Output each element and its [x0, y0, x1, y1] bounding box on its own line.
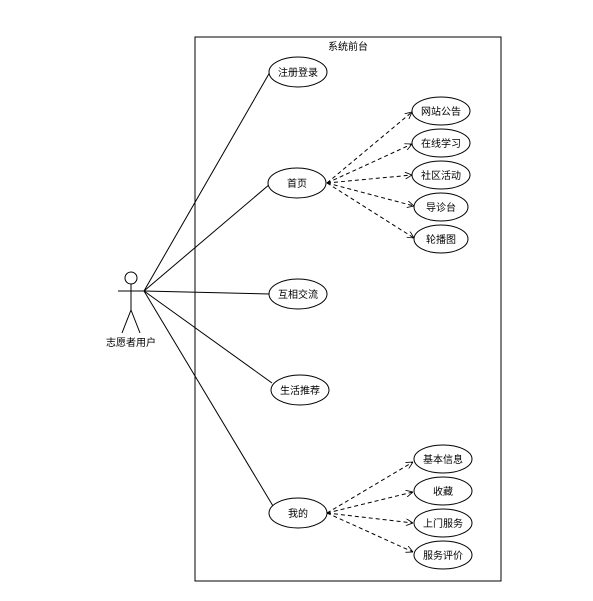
use-case-carousel: 轮播图 [413, 224, 469, 254]
use-case-mine-label: 我的 [288, 507, 308, 520]
use-case-info-label: 基本信息 [423, 453, 463, 466]
actor-right-leg [130, 309, 141, 334]
rel-home-announce [326, 112, 412, 184]
assoc-home [143, 183, 271, 292]
use-case-guide: 导诊台 [413, 192, 469, 222]
actor-label: 志愿者用户 [106, 336, 156, 349]
rel-mine-favorite [326, 492, 413, 514]
use-case-announce-label: 网站公告 [421, 105, 461, 118]
actor-head [124, 271, 138, 285]
use-case-favorite-label: 收藏 [433, 485, 453, 498]
use-case-exchange: 互相交流 [268, 278, 328, 310]
use-case-announce: 网站公告 [411, 96, 471, 126]
use-case-community-label: 社区活动 [421, 169, 461, 182]
use-case-review: 服务评价 [413, 540, 473, 570]
actor-figure [118, 271, 144, 334]
use-case-community: 社区活动 [411, 160, 471, 190]
use-case-favorite: 收藏 [413, 476, 473, 506]
use-case-learn-label: 在线学习 [421, 137, 461, 150]
system-title: 系统前台 [328, 40, 368, 53]
actor-left-leg [121, 309, 132, 334]
use-case-exchange-label: 互相交流 [278, 288, 318, 301]
use-case-mine: 我的 [268, 497, 328, 529]
assoc-exchange [143, 290, 271, 295]
rel-home-learn [326, 144, 412, 184]
use-case-home: 首页 [267, 167, 327, 199]
associations [143, 71, 274, 507]
use-case-home-label: 首页 [287, 177, 307, 190]
rel-home-guide [326, 182, 414, 206]
assoc-life [143, 290, 273, 384]
use-case-carousel-label: 轮播图 [426, 233, 456, 246]
use-case-door-service-label: 上门服务 [423, 517, 463, 530]
rel-home-carousel [326, 182, 414, 238]
use-case-register-label: 注册登录 [278, 66, 318, 79]
use-case-door-service: 上门服务 [413, 508, 473, 538]
rel-mine-review [326, 512, 413, 552]
use-case-life: 生活推荐 [270, 374, 330, 406]
mine-relations [326, 462, 413, 552]
use-case-info: 基本信息 [413, 444, 473, 474]
home-relations [326, 112, 414, 238]
use-case-guide-label: 导诊台 [426, 201, 456, 214]
use-case-register: 注册登录 [268, 56, 328, 88]
system-boundary [194, 36, 502, 582]
assoc-mine [143, 290, 274, 507]
rel-mine-info [326, 462, 413, 514]
assoc-register [143, 71, 271, 292]
use-case-learn: 在线学习 [411, 128, 471, 158]
rel-home-community [326, 175, 412, 184]
use-case-review-label: 服务评价 [423, 549, 463, 562]
use-case-life-label: 生活推荐 [280, 384, 320, 397]
rel-mine-door-service [326, 512, 413, 523]
